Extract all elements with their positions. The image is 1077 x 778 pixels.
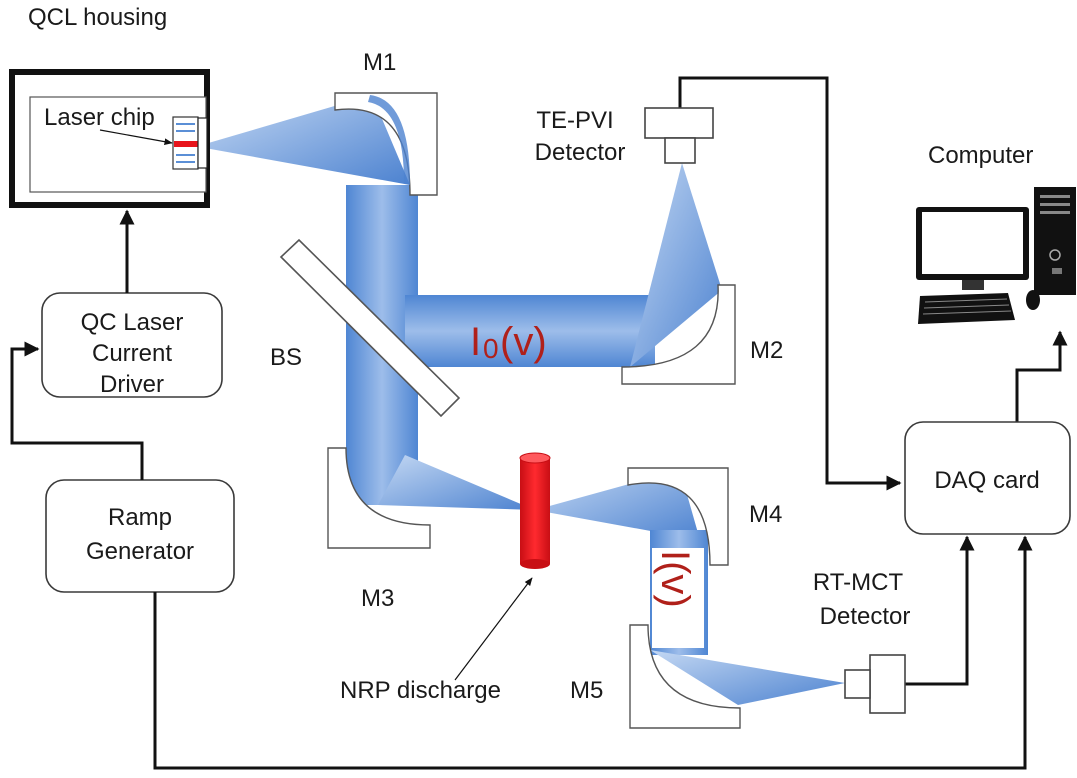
ramp-generator-box [45,479,235,593]
beam-splitter [279,238,461,418]
i0-label: I 0 (v) [470,320,547,364]
m1-label: M1 [363,49,396,76]
te-pvi-label-line2: Detector [535,139,626,166]
m4-label: M4 [749,501,782,528]
beam-m2-to-te-pvi [630,163,722,367]
beam-discharge-to-m4 [535,470,700,540]
laser-chip-pointer [99,129,173,145]
daq-card-box [904,421,1071,535]
iv-label-bg [652,548,704,648]
beam-m5-to-rt-mct [650,650,845,705]
wire-ramp-to-daq [153,535,1033,770]
beam-bs-to-m2 [405,295,655,367]
ramp-label-line1: Ramp [108,504,172,531]
qcl-housing-label: QCL housing [28,4,167,31]
driver-label-line1: QC Laser [81,309,184,336]
te-pvi-detector [644,107,714,164]
i0-label-arg: (v) [500,320,547,364]
driver-label-line3: Driver [100,371,164,398]
mirror-m5 [629,624,741,729]
laser-chip-label: Laser chip [44,104,155,131]
rt-mct-label-line2: Detector [820,603,911,630]
laser-chip [172,116,208,170]
computer-label: Computer [928,142,1033,169]
beam-paths [205,95,845,705]
wire-te-pvi-to-daq [678,76,902,491]
wire-rt-mct-to-daq [905,535,975,686]
beam-laser-to-m1 [205,95,410,185]
rt-mct-label-line1: RT-MCT [813,569,904,596]
mirror-m1 [334,92,438,196]
mirror-m2 [621,284,736,385]
nrp-discharge-label: NRP discharge [340,677,501,704]
m3-label: M3 [361,585,394,612]
signal-wires [10,76,1068,770]
bs-label: BS [270,344,302,371]
mirror-m3 [327,447,431,549]
te-pvi-label-line1: TE-PVI [536,107,613,134]
iv-label: I(v) [653,550,697,608]
i0-label-sub: 0 [483,333,499,364]
ramp-label-line2: Generator [86,538,194,565]
nrp-pointer [454,577,533,681]
daq-card-label: DAQ card [934,467,1039,494]
beam-m3-to-discharge [378,455,535,510]
m2-label: M2 [750,337,783,364]
m5-label: M5 [570,677,603,704]
rt-mct-detector [844,654,906,714]
driver-label-line2: Current [92,340,172,367]
mirror-m4 [627,467,729,566]
computer-icon [916,187,1076,324]
wire-ramp-to-driver [10,341,144,480]
laser-current-driver-box [41,292,223,398]
nrp-discharge-tube [519,452,551,569]
i0-label-i: I [470,320,481,364]
wire-daq-to-computer [1015,330,1068,422]
